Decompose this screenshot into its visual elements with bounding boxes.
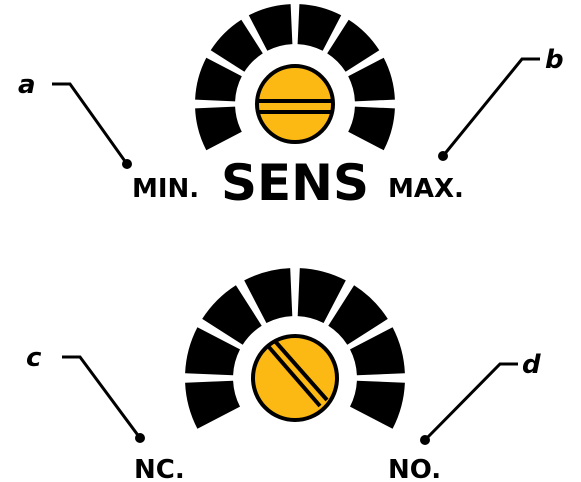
callout-dot-a — [122, 159, 132, 169]
callout-line-b — [443, 59, 540, 156]
callout-line-a — [52, 84, 127, 164]
callout-line-d — [425, 364, 518, 440]
scale-segment — [348, 107, 395, 151]
callout-letter-d: d — [522, 350, 541, 380]
callout-dot-d — [420, 435, 430, 445]
callout-letter-c: c — [26, 343, 42, 373]
callout-line-c — [62, 357, 140, 438]
nc-label: NC. — [134, 455, 185, 482]
scale-segment — [185, 381, 240, 429]
sens-knob-body — [257, 66, 333, 142]
scale-segment — [195, 107, 242, 151]
mode-knob[interactable] — [253, 336, 337, 420]
min-label: MIN. — [132, 174, 199, 204]
max-label: MAX. — [388, 174, 464, 204]
callout-dot-b — [438, 151, 448, 161]
scale-segment — [350, 381, 405, 429]
callout-dot-c — [135, 433, 145, 443]
scale-segment — [211, 20, 263, 72]
callout-letter-b: b — [545, 45, 564, 75]
scale-segment — [327, 20, 379, 72]
sens-label: SENS — [221, 154, 369, 212]
mode-dial — [185, 268, 405, 429]
sens-dial — [195, 4, 395, 150]
callout-letter-a: a — [18, 70, 36, 100]
no-label: NO. — [388, 455, 441, 482]
sens-knob[interactable] — [257, 66, 333, 142]
